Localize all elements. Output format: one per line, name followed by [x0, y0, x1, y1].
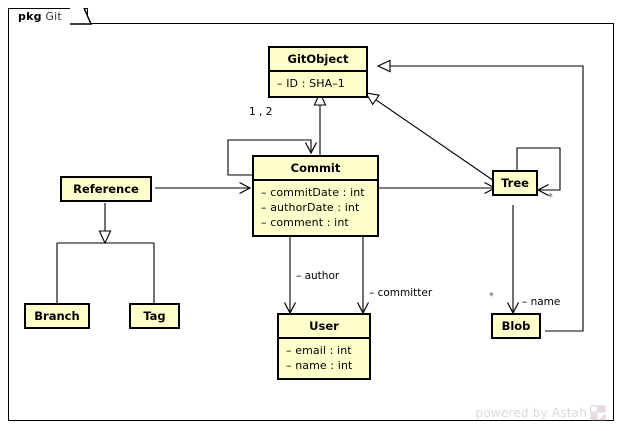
- attribute: – ID : SHA–1: [277, 77, 345, 90]
- attribute: – email : int: [286, 344, 352, 357]
- class-gitobject[interactable]: GitObject – ID : SHA–1: [268, 46, 368, 98]
- label-commit-parents-multiplicity: 1 , 2: [249, 106, 273, 118]
- attribute: – comment : int: [261, 216, 349, 229]
- class-user[interactable]: User – email : int – name : int: [277, 313, 371, 380]
- class-blob-name: Blob: [501, 319, 531, 333]
- class-user-attributes: – email : int – name : int: [279, 337, 369, 378]
- class-tree[interactable]: Tree: [492, 170, 538, 196]
- attribute: – commitDate : int: [261, 186, 365, 199]
- class-commit[interactable]: Commit – commitDate : int – authorDate :…: [252, 155, 379, 237]
- class-blob[interactable]: Blob: [491, 313, 541, 339]
- astah-watermark: powered by Astah: [476, 405, 607, 421]
- package-name: Git: [45, 10, 62, 23]
- class-gitobject-attributes: – ID : SHA–1: [270, 70, 366, 96]
- label-committer-role: – committer: [369, 287, 433, 299]
- class-reference-name: Reference: [73, 182, 139, 196]
- attribute: – name : int: [286, 359, 353, 372]
- watermark-text: powered by Astah: [475, 406, 587, 420]
- class-tag-name: Tag: [143, 309, 166, 323]
- astah-logo-icon: [590, 405, 606, 421]
- class-branch-name: Branch: [34, 309, 80, 323]
- attribute: – authorDate : int: [261, 201, 360, 214]
- class-tree-name: Tree: [501, 176, 529, 190]
- package-tab-corner: [70, 8, 92, 25]
- label-author-role: – author: [296, 270, 340, 282]
- class-gitobject-name: GitObject: [287, 52, 349, 66]
- class-commit-attributes: – commitDate : int – authorDate : int – …: [254, 179, 377, 235]
- class-tag[interactable]: Tag: [129, 303, 180, 329]
- label-blob-multiplicity: *: [489, 291, 494, 302]
- class-user-name: User: [309, 319, 339, 333]
- class-branch[interactable]: Branch: [24, 303, 90, 329]
- label-tree-children-multiplicity: *: [548, 192, 553, 203]
- package-label: pkg Git: [18, 10, 62, 23]
- label-blob-name-role: – name: [522, 296, 561, 308]
- package-stereotype: pkg: [18, 10, 42, 23]
- class-reference[interactable]: Reference: [60, 176, 152, 202]
- class-commit-name: Commit: [290, 161, 341, 175]
